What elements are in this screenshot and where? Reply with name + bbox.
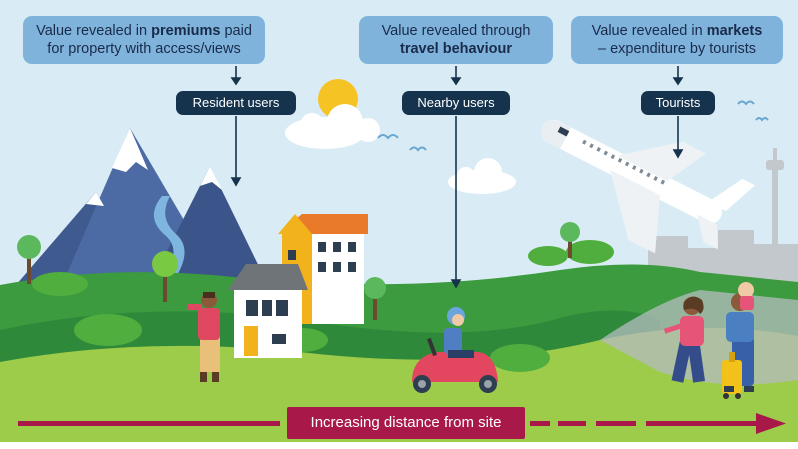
callout-text: Value revealed in [36, 23, 152, 39]
trees [17, 222, 580, 320]
scooter-rider [412, 307, 498, 393]
mountains [16, 128, 268, 285]
pill-nearby-users: Nearby users [402, 91, 510, 115]
callout-bold-text: premiums [151, 23, 221, 39]
cloud-icon [448, 158, 516, 194]
birds-icon [377, 100, 769, 152]
hill-near [0, 327, 798, 449]
callout-text: Value revealed in [591, 23, 707, 39]
callout-bold-text: travel behaviour [399, 41, 512, 57]
distance-label: Increasing distance from site [287, 407, 525, 439]
pill-resident-users: Resident users [176, 91, 296, 115]
callout-bold-text: markets [706, 23, 763, 39]
callout-text: Value revealed through [381, 23, 531, 39]
pill-tourists: Tourists [641, 91, 715, 115]
callout-premiums: Value revealed in premiums paid for prop… [23, 16, 265, 64]
callout-text-line2: for property with access/views [47, 41, 241, 57]
callout-travel-behaviour: Value revealed through travel behaviour [359, 16, 553, 64]
distance-arrow [18, 413, 786, 434]
cloud-icon [285, 104, 380, 149]
callout-text-line2: – expenditure by tourists [598, 41, 756, 57]
callout-text: paid [220, 23, 252, 39]
tourist-family [663, 282, 754, 399]
house [228, 264, 308, 358]
airplane-icon [540, 119, 755, 254]
resident-person [188, 292, 220, 382]
callout-markets: Value revealed in markets – expenditure … [571, 16, 783, 64]
connector-arrows [230, 66, 684, 289]
